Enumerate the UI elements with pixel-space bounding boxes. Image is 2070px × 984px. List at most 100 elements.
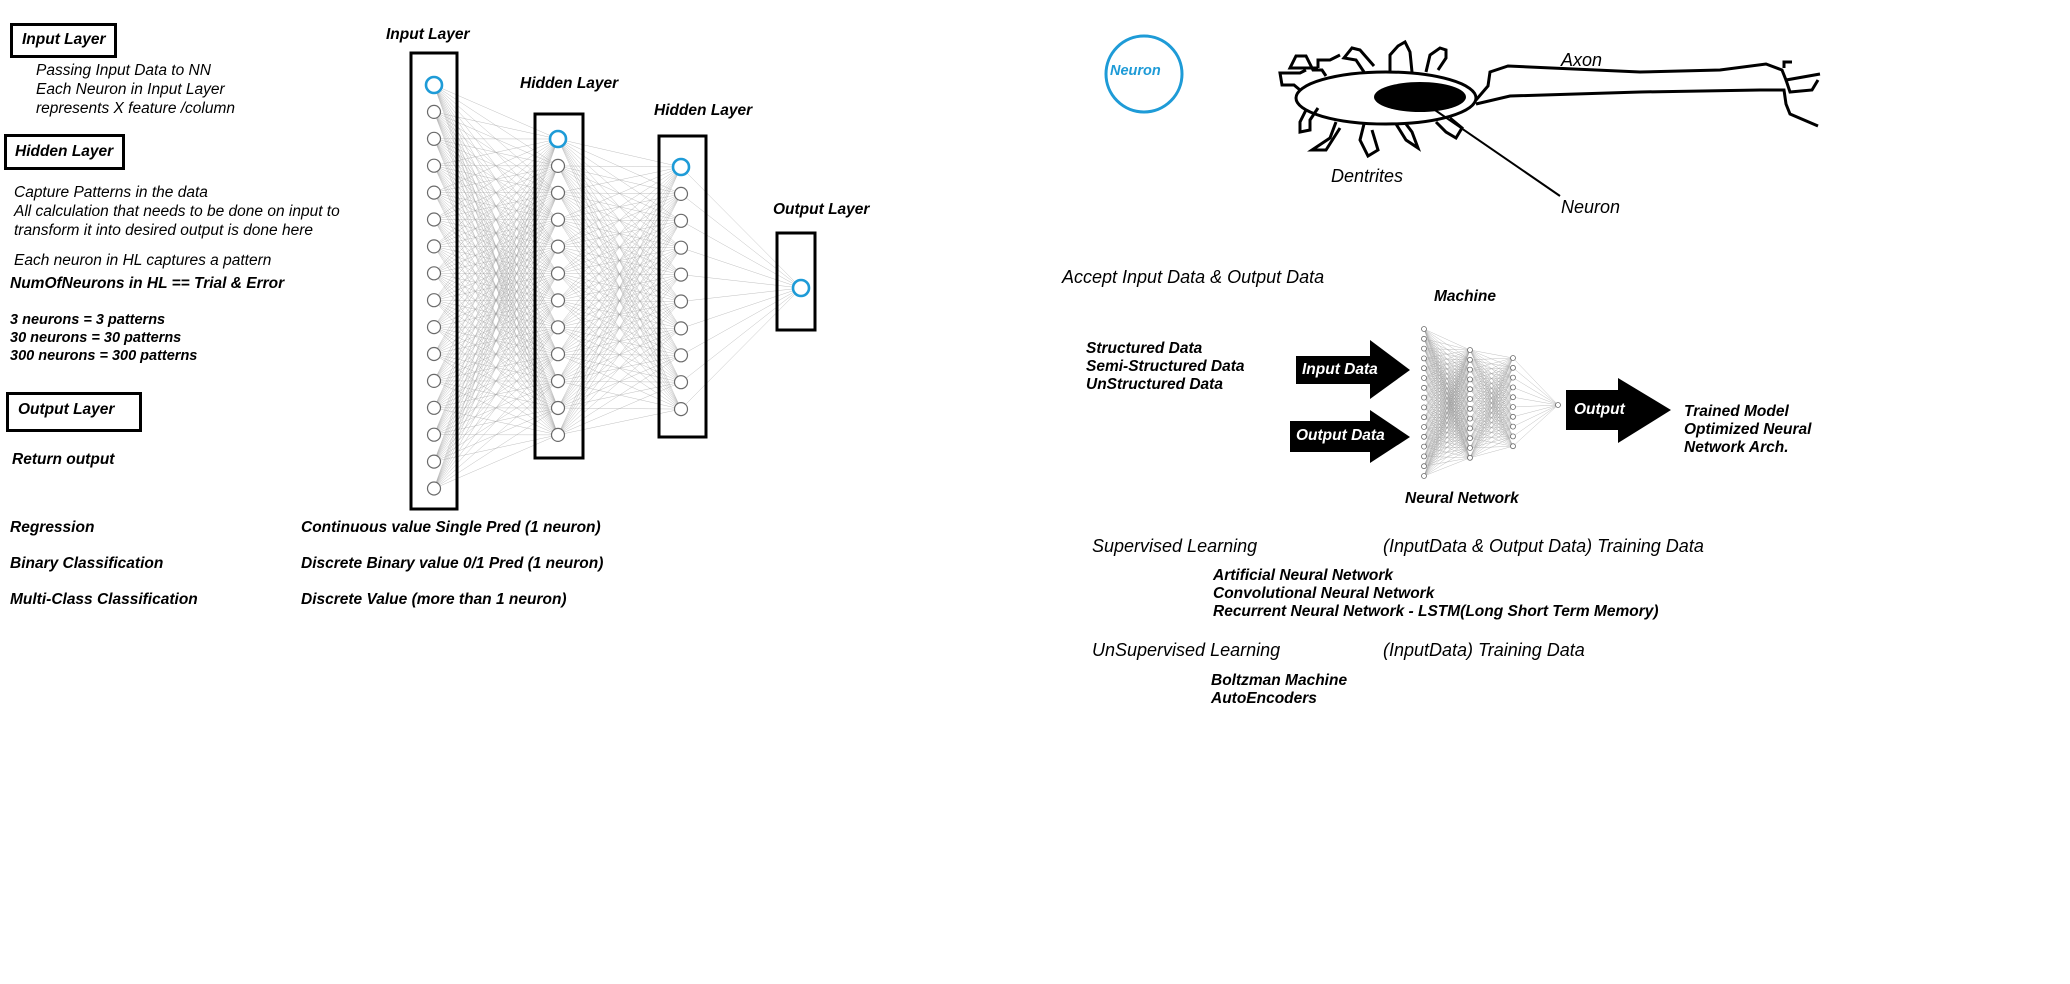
connection-line: [1423, 328, 1471, 351]
neuron-node: [1421, 365, 1427, 372]
network-nodes: [424, 75, 811, 496]
connection-line: [1512, 377, 1559, 406]
num-neurons-note: NumOfNeurons in HL == Trial & Error: [10, 275, 285, 292]
neuron-node: [426, 185, 442, 200]
unsupervised-model-autoencoders: AutoEncoders: [1211, 690, 1317, 707]
connection-line: [1423, 349, 1471, 477]
neuron-node: [673, 402, 689, 417]
connection-line: [1423, 349, 1471, 359]
connection-line: [1423, 457, 1471, 477]
dendrite-upper-2: [1316, 53, 1341, 68]
neuron-node: [426, 158, 442, 173]
task-multiclass-classification: Multi-Class Classification: [10, 591, 198, 608]
hidden-layer-2-box: [657, 134, 708, 439]
neuron-node: [673, 186, 689, 201]
axon-terminal-right: [1784, 79, 1820, 94]
neuron-node: [426, 320, 442, 335]
dendrite-lower-mid: [1358, 123, 1380, 159]
neuron-node: [1510, 423, 1516, 430]
connection-line: [1423, 338, 1471, 351]
neuron-node: [1421, 335, 1427, 342]
neuron-node: [426, 293, 442, 308]
neuron-node: [1467, 415, 1473, 422]
connection-line: [433, 138, 559, 462]
neuron-node: [550, 158, 566, 173]
task-binary-classification: Binary Classification: [10, 555, 164, 572]
connection-line: [1512, 367, 1559, 406]
neuron-node: [1421, 443, 1427, 450]
neuron-node: [550, 374, 566, 389]
return-output-note: Return output: [12, 451, 115, 468]
neuron-label-circle: [1104, 34, 1184, 114]
connection-line: [1469, 349, 1514, 359]
connection-line: [1423, 349, 1471, 467]
connection-line: [433, 273, 559, 489]
connection-line: [433, 138, 559, 489]
highlighted-neuron-node: [791, 278, 811, 298]
connection-line: [680, 193, 802, 289]
example-3-neurons: 3 neurons = 3 patterns: [10, 312, 166, 328]
connection-line: [433, 138, 559, 355]
connection-line: [433, 138, 559, 408]
neuron-node: [1421, 375, 1427, 381]
neuron-node: [426, 346, 442, 362]
connection-line: [1423, 418, 1471, 477]
machine-heading: Accept Input Data & Output Data: [1062, 267, 1325, 287]
hidden-layer-1-box: [533, 112, 585, 460]
unsupervised-model-boltzman: Boltzman Machine: [1211, 672, 1348, 689]
neuron-node: [426, 454, 442, 469]
connection-line: [1469, 357, 1514, 458]
output-layer-box: [775, 231, 817, 332]
output-data-arrow: [1290, 410, 1410, 463]
neuron-node: [550, 239, 566, 254]
dendrite-upper-left: [1278, 68, 1307, 92]
neuron-node: [1421, 433, 1427, 440]
dendrite-upper: [1287, 54, 1328, 77]
connection-line: [1423, 348, 1471, 351]
connection-line: [1469, 357, 1514, 449]
connection-line: [433, 138, 559, 247]
connection-line: [1469, 416, 1514, 458]
dendrite-top-far-right: [1424, 46, 1448, 73]
input-layer-note-3: represents X feature /column: [36, 100, 236, 117]
connection-line: [1469, 357, 1514, 429]
neuron-node: [1467, 435, 1473, 442]
connection-line: [433, 300, 559, 489]
dendrite-top-mid: [1341, 46, 1376, 73]
neuron-node: [426, 131, 442, 146]
connection-line: [1469, 357, 1514, 419]
hidden-layer-title-box: Hidden Layer: [4, 134, 125, 170]
connection-line: [433, 84, 559, 140]
connection-line: [433, 380, 559, 489]
neuron-node: [1510, 394, 1516, 401]
neuron-node: [673, 294, 689, 309]
connection-line: [680, 220, 802, 289]
connection-line: [1469, 387, 1514, 458]
axon-label: Axon: [1561, 50, 1603, 70]
neuron-node: [1467, 366, 1473, 373]
input-layer-note-1: Passing Input Data to NN: [36, 62, 211, 79]
result-optimized-neural: Optimized Neural: [1684, 421, 1812, 438]
neuron-pointer-line: [1431, 107, 1561, 197]
connection-line: [433, 138, 559, 193]
supervised-learning-label: Supervised Learning: [1092, 536, 1258, 556]
connection-line: [1469, 357, 1514, 390]
connection-line: [433, 111, 559, 140]
neuron-node: [673, 213, 689, 228]
connection-line: [1469, 367, 1514, 458]
neuron-node: [1467, 376, 1473, 383]
connection-line: [1423, 349, 1471, 388]
neuron-node: [1510, 355, 1516, 361]
supervised-model-rnn: Recurrent Neural Network - LSTM(Long Sho…: [1213, 603, 1659, 620]
neuron-node: [426, 427, 442, 442]
dendrite-lower-left: [1298, 107, 1320, 134]
connection-line: [433, 434, 559, 489]
network-hidden-layer-1-label: Hidden Layer: [520, 75, 619, 92]
connection-line: [433, 246, 559, 489]
connection-line: [433, 407, 559, 489]
example-30-neurons: 30 neurons = 30 patterns: [10, 330, 182, 346]
network-output-layer-label: Output Layer: [773, 201, 870, 218]
input-layer-note-2: Each Neuron in Input Layer: [36, 81, 225, 98]
mini-neural-network: [1421, 326, 1561, 479]
connection-line: [1423, 369, 1471, 477]
